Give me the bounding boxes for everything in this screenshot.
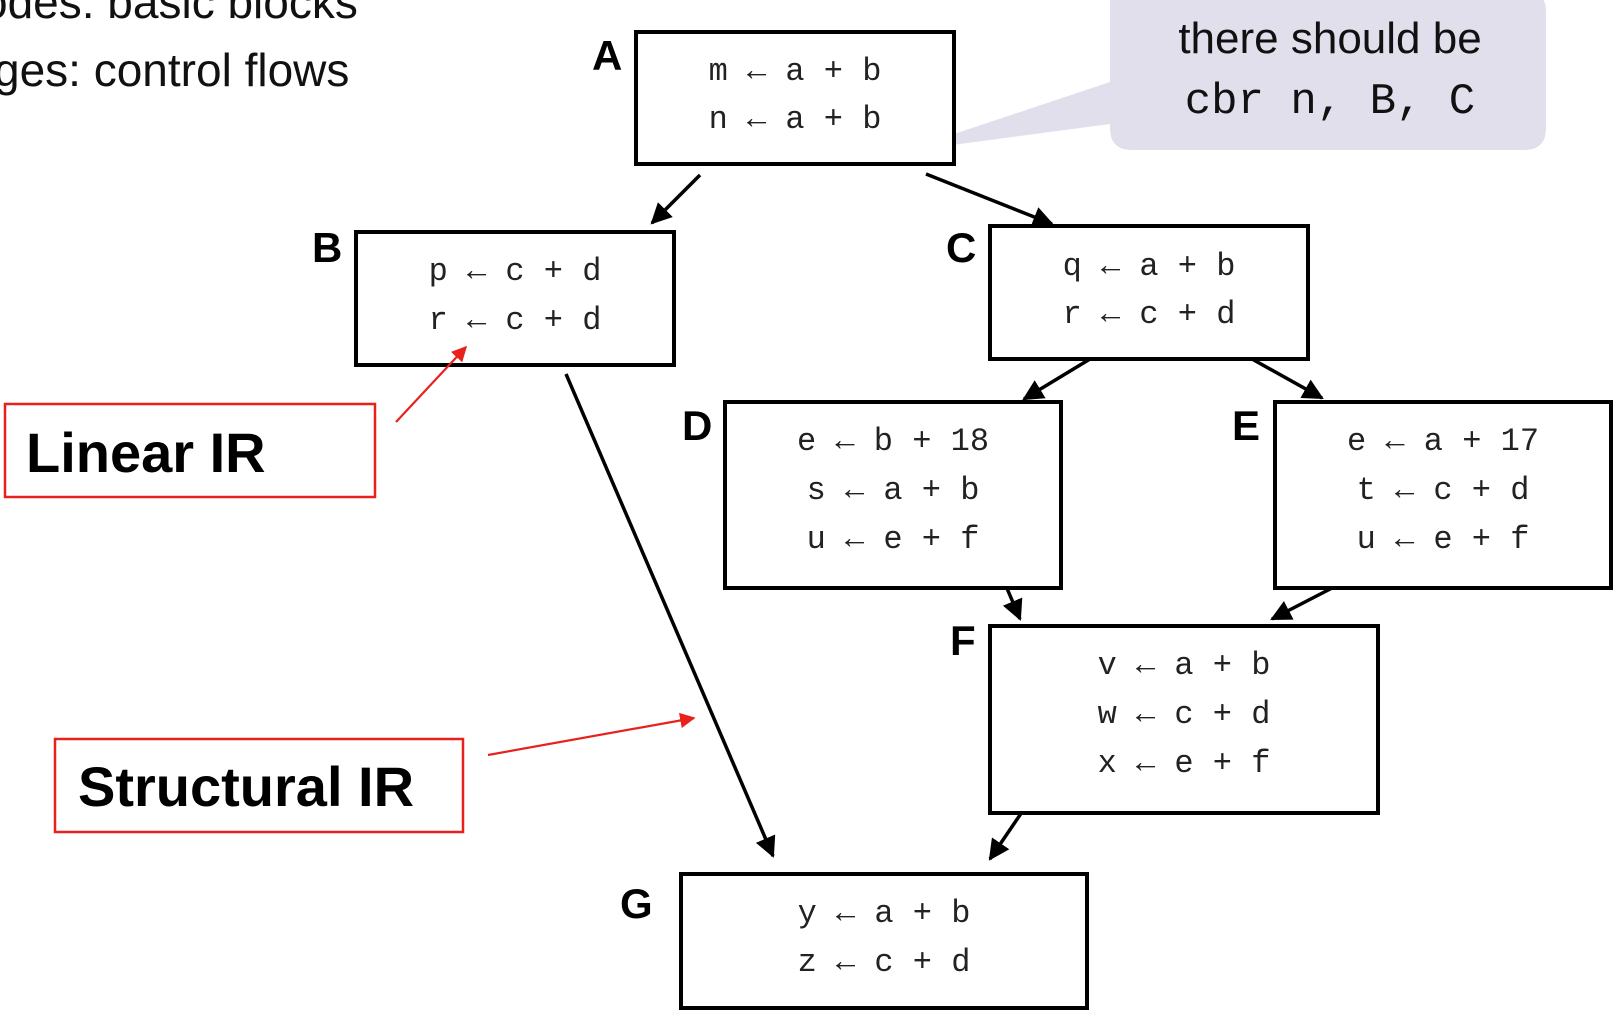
structural-ir-arrow [487,712,696,757]
edge-a-b [650,173,702,225]
block-a-label: A [592,32,622,79]
block-g-line-1: y ← a + b [798,895,971,932]
block-b: B p ← c + d r ← c + d [312,224,676,367]
edge-e-f [1270,585,1335,621]
block-e-line-2: t ← c + d [1357,472,1530,509]
block-f-line-1: v ← a + b [1098,647,1271,684]
block-a: A m ← a + b n ← a + b [592,30,956,166]
block-e-line-1: e ← a + 17 [1347,423,1539,460]
block-e-label: E [1232,402,1260,449]
block-a-line-1: m ← a + b [709,53,882,90]
block-c-line-1: q ← a + b [1063,248,1236,285]
edge-c-d [1022,357,1091,401]
block-f: F v ← a + b w ← c + d x ← e + f [950,617,1380,815]
edge-c-e [1251,357,1324,400]
block-d-box [723,400,1063,590]
block-c: C q ← a + b r ← c + d [946,224,1310,361]
block-b-line-2: r ← c + d [429,302,602,339]
callout-line1: there should be [1178,14,1481,63]
edge-d-f [1002,585,1023,621]
edge-f-g [988,811,1024,861]
block-f-line-2: w ← c + d [1098,696,1271,733]
callout-line2: cbr n, B, C [1185,77,1475,127]
callout-bubble [900,0,1546,152]
block-f-label: F [950,617,976,664]
block-b-line-1: p ← c + d [429,253,602,290]
block-f-box [988,624,1380,815]
block-d-line-2: s ← a + b [807,472,980,509]
linear-ir-annotation: Linear IR [3,345,468,499]
callout: there should be cbr n, B, C [900,0,1546,152]
structural-ir-box [53,737,465,834]
block-d-line-3: u ← e + f [807,521,980,558]
block-g-line-2: z ← c + d [798,944,971,981]
bullet-edges: ges: control flows [0,44,349,96]
block-c-label: C [946,224,976,271]
block-b-label: B [312,224,342,271]
block-f-line-3: x ← e + f [1098,745,1271,782]
linear-ir-label: Linear IR [26,421,266,484]
block-b-box [354,230,676,367]
edge-a-c [925,172,1054,227]
block-c-box [988,224,1310,361]
bullet-nodes: odes: basic blocks [0,0,358,28]
linear-ir-box [3,402,377,499]
block-e-line-3: u ← e + f [1357,521,1530,558]
linear-ir-arrow [395,345,468,423]
structural-ir-annotation: Structural IR [53,712,696,834]
block-d-line-1: e ← b + 18 [797,423,989,460]
structural-ir-label: Structural IR [78,755,414,818]
block-d-label: D [682,402,712,449]
block-d: D e ← b + 18 s ← a + b u ← e + f [682,400,1063,590]
block-c-line-2: r ← c + d [1063,296,1236,333]
block-g-label: G [620,880,653,927]
block-e: E e ← a + 17 t ← c + d u ← e + f [1232,400,1613,590]
block-e-box [1273,400,1613,590]
block-g: G y ← a + b z ← c + d [620,872,1089,1010]
block-a-box [634,30,956,166]
edges [564,172,1335,861]
edge-b-g [564,373,776,858]
block-g-box [679,872,1089,1010]
block-a-line-2: n ← a + b [709,101,882,138]
